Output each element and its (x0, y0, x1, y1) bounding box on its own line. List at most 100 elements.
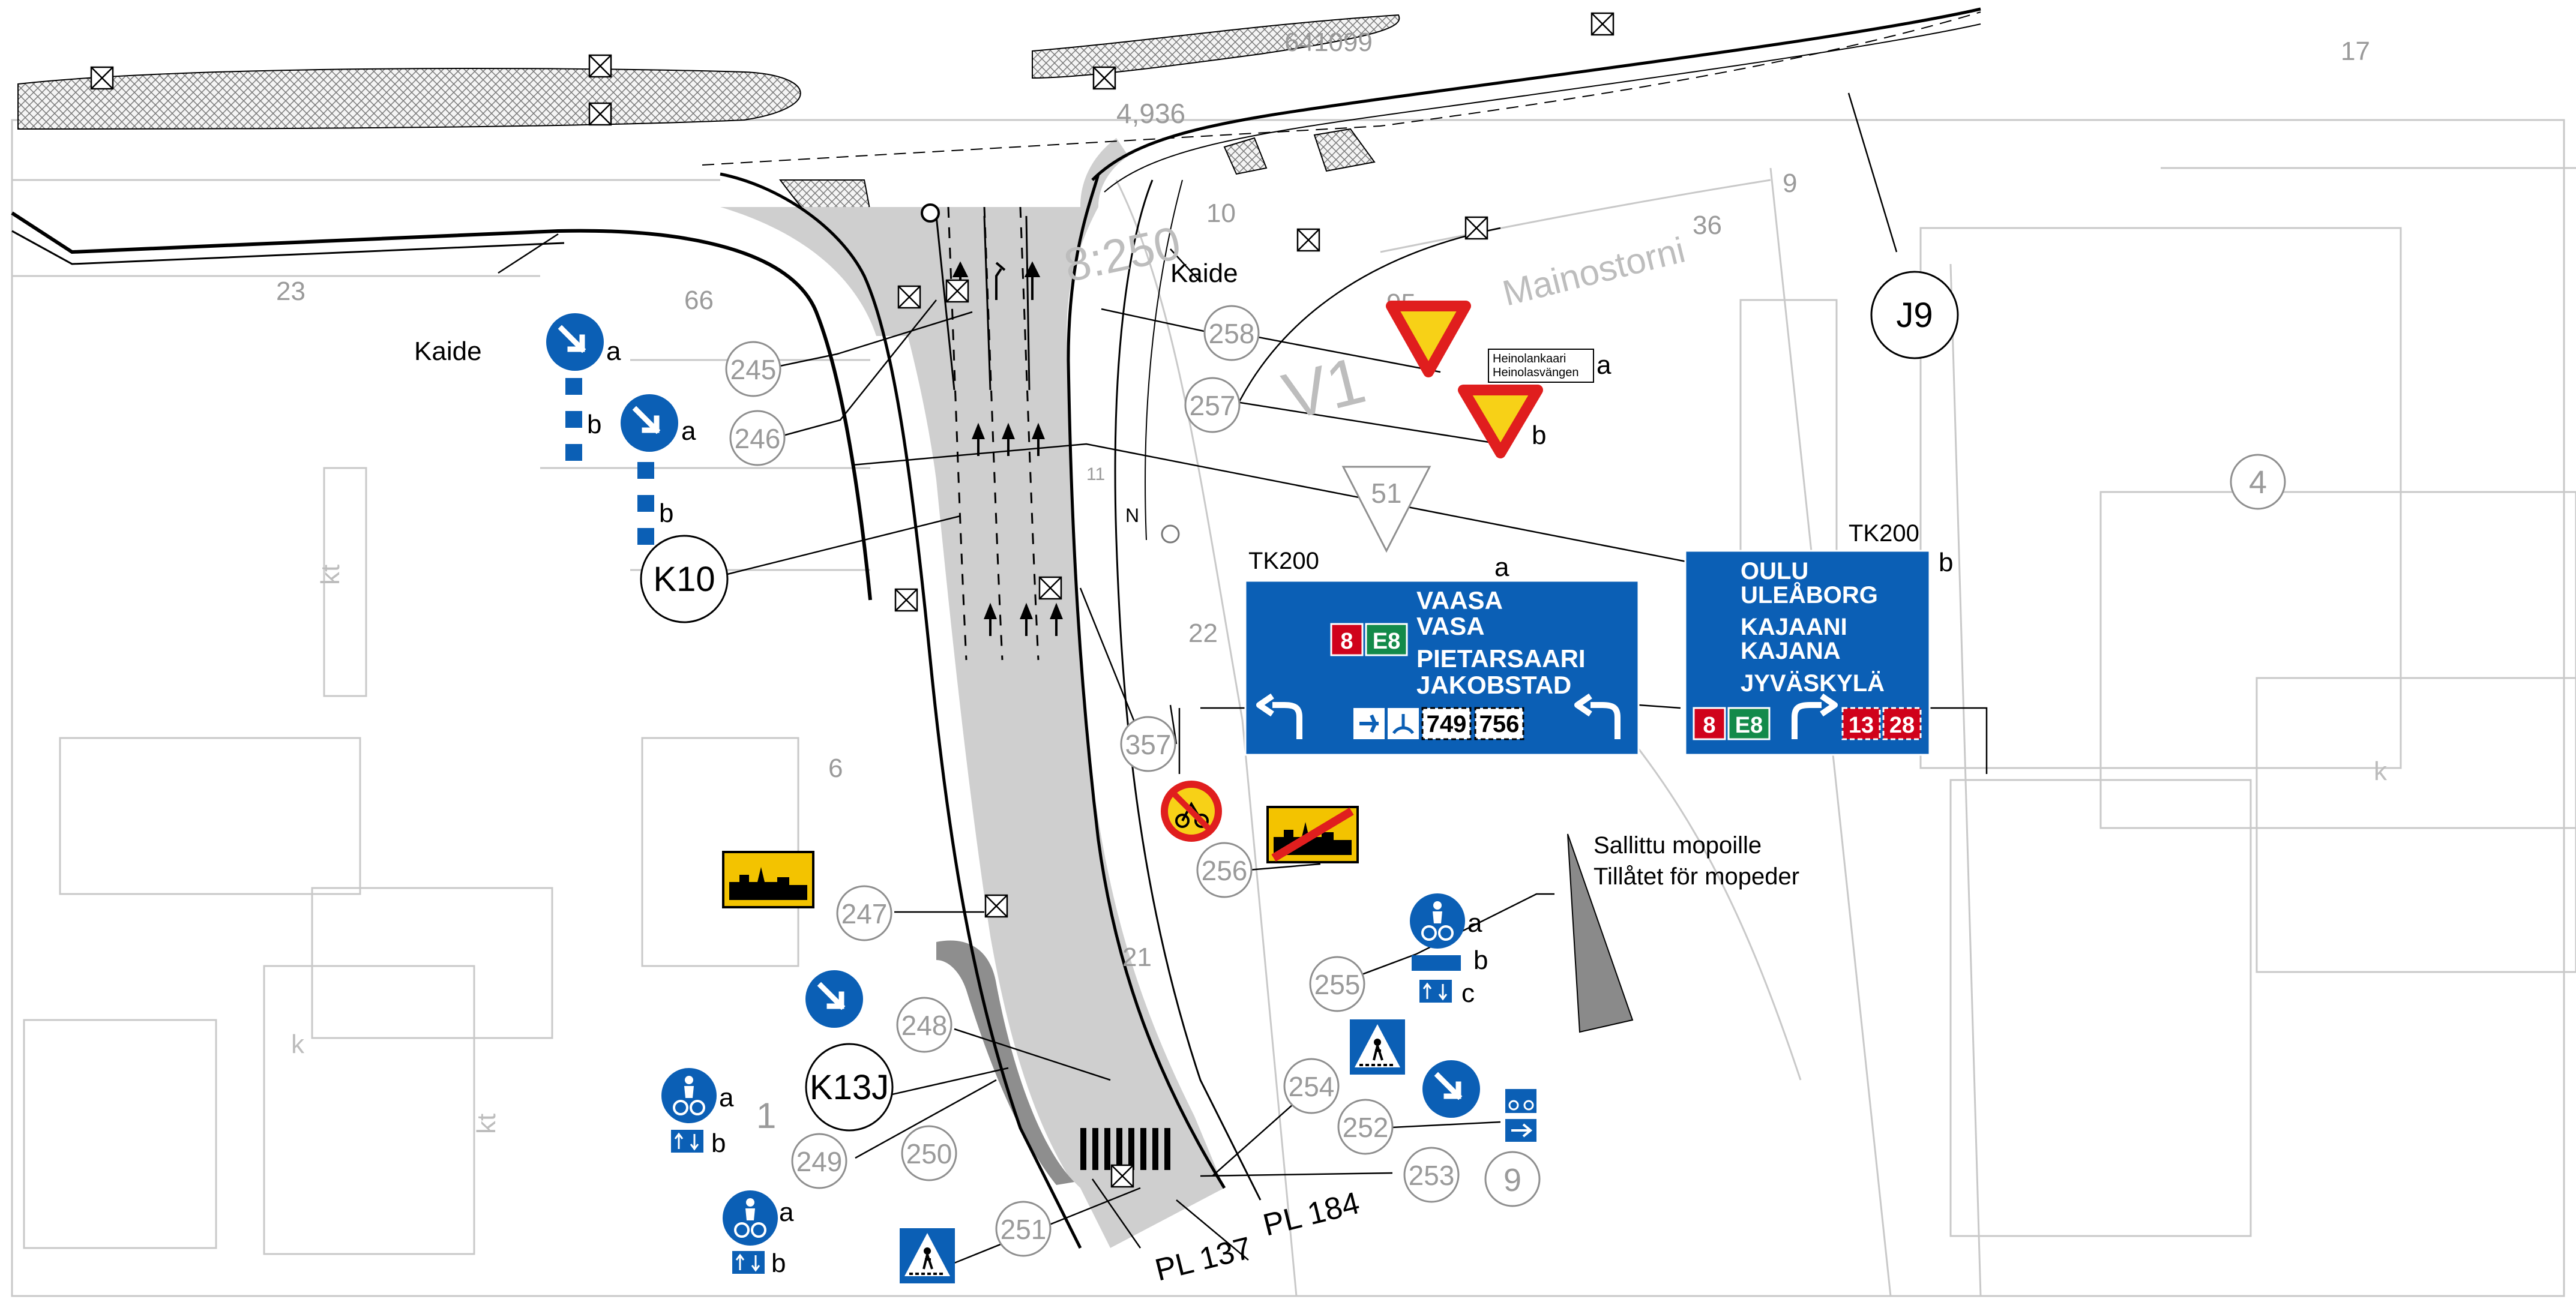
sign-number-circles: 245 246 247 248 249 250 251 252 253 254 … (725, 305, 2286, 1257)
sallittu-fi-label: Sallittu mopoille (1593, 832, 1762, 859)
road-surface (720, 138, 1224, 1248)
node-j9: J9 (1870, 271, 1959, 359)
svg-text:a: a (1467, 908, 1482, 938)
svg-text:246: 246 (735, 423, 781, 454)
yield-plate-line2: Heinolasvängen (1493, 366, 1578, 379)
svg-text:a: a (681, 416, 696, 446)
svg-text:249: 249 (796, 1146, 843, 1177)
svg-text:17: 17 (2341, 37, 2370, 66)
yield-plate-line1: Heinolankaari (1493, 352, 1566, 365)
sign-id-249: 249 (791, 1133, 847, 1189)
svg-text:1: 1 (756, 1096, 776, 1136)
sign-id-254: 254 (1283, 1058, 1340, 1114)
turn-left-arrow-icon (1574, 693, 1621, 739)
svg-text:KAJAANI: KAJAANI (1741, 614, 1847, 640)
svg-text:245: 245 (730, 354, 777, 385)
sign-id-255: 255 (1309, 956, 1365, 1012)
street-numbers: 23 66 10 9 36 17 4,936 641099 95 6 22 21… (276, 28, 2370, 1136)
svg-text:22: 22 (1188, 619, 1218, 648)
svg-text:4: 4 (2249, 464, 2267, 500)
yield-sign-icon (1458, 385, 1543, 458)
svg-text:256: 256 (1202, 855, 1248, 886)
pedestrian-crossing-sign-icon (1350, 1019, 1405, 1075)
sign-id-248: 248 (896, 997, 952, 1053)
svg-text:247: 247 (841, 898, 888, 929)
svg-text:a: a (606, 337, 621, 366)
sign-id-4: 4 (2230, 454, 2286, 510)
yield-plate (1488, 349, 1594, 383)
keep-right-sign-icon (546, 313, 604, 371)
svg-text:23: 23 (276, 277, 305, 306)
kt-label-1: kt (316, 565, 345, 585)
svg-text:JAKOBSTAD: JAKOBSTAD (1416, 671, 1571, 699)
node-k10: K10 (640, 535, 729, 623)
svg-text:13: 13 (1849, 713, 1874, 738)
sign-id-9: 9 (1484, 1151, 1541, 1207)
svg-text:b: b (771, 1249, 786, 1278)
sign-id-251: 251 (995, 1201, 1052, 1257)
svg-text:641099: 641099 (1284, 28, 1373, 57)
k-label-1: k (291, 1030, 305, 1059)
cycle-pedestrian-sign-icon (661, 1068, 717, 1123)
svg-text:c: c (1461, 979, 1475, 1008)
sign-id-252: 252 (1337, 1099, 1394, 1155)
sign-id-245: 245 (725, 341, 781, 397)
svg-text:a: a (779, 1198, 794, 1227)
no-moped-sign (1161, 781, 1222, 842)
svg-text:b: b (1473, 946, 1488, 975)
svg-text:VAASA: VAASA (1416, 586, 1503, 614)
sign-id-256: 256 (1196, 842, 1253, 898)
svg-text:8: 8 (1703, 713, 1715, 738)
svg-text:254: 254 (1289, 1071, 1335, 1102)
pl184-label: PL 184 (1260, 1186, 1363, 1243)
direction-sign-tk200-a: TK200 a VAASA VASA 8 E8 PIETARSAARI JAKO… (1244, 548, 1640, 756)
sign-id-247: 247 (836, 885, 892, 941)
svg-text:4,936: 4,936 (1116, 98, 1185, 129)
keep-right-sign-icon (805, 970, 863, 1028)
svg-text:357: 357 (1125, 729, 1172, 760)
k-label-2: k (2374, 757, 2388, 786)
svg-text:10: 10 (1206, 199, 1236, 228)
svg-text:b: b (1939, 548, 1953, 577)
svg-text:257: 257 (1190, 390, 1236, 421)
svg-text:51: 51 (1371, 478, 1401, 509)
kt-label-2: kt (472, 1114, 501, 1134)
svg-text:250: 250 (906, 1138, 952, 1169)
svg-text:PIETARSAARI: PIETARSAARI (1416, 644, 1586, 673)
two-way-plate (1419, 980, 1452, 1003)
sign-id-357: 357 (1120, 716, 1176, 772)
pedestrian-crossing-sign-icon (900, 1228, 955, 1283)
svg-text:253: 253 (1409, 1160, 1455, 1191)
svg-text:OULU: OULU (1741, 558, 1808, 584)
svg-text:9: 9 (1783, 169, 1797, 198)
svg-text:K13J: K13J (810, 1068, 889, 1107)
svg-text:b: b (587, 410, 601, 439)
kaide-right-label: Kaide (1170, 259, 1238, 288)
svg-text:b: b (1532, 421, 1546, 450)
turn-left-arrow-icon (1256, 693, 1302, 739)
crossing-signs (900, 1019, 1405, 1283)
yield-signs: Heinolankaari Heinolasvängen a b (1386, 301, 1612, 458)
road-edges (11, 7, 1981, 1249)
svg-text:TK200: TK200 (1248, 548, 1319, 574)
lane-arrows (952, 261, 1063, 636)
sign-id-250: 250 (901, 1125, 957, 1181)
svg-text:JYVÄSKYLÄ: JYVÄSKYLÄ (1741, 670, 1885, 697)
kaide-left-label: Kaide (414, 337, 482, 366)
svg-text:KAJANA: KAJANA (1741, 638, 1841, 664)
sign-id-253: 253 (1403, 1147, 1460, 1203)
svg-text:258: 258 (1209, 318, 1255, 349)
town-start-sign-icon (722, 851, 814, 908)
svg-text:28: 28 (1889, 713, 1915, 738)
svg-text:K10: K10 (653, 560, 715, 599)
light-posts (90, 12, 1615, 1188)
svg-text:252: 252 (1343, 1112, 1389, 1143)
cycle-pedestrian-sign-icon (1410, 893, 1465, 949)
delineator-blocks (565, 378, 654, 545)
svg-text:11: 11 (1086, 464, 1105, 484)
svg-text:J9: J9 (1896, 296, 1933, 335)
svg-text:255: 255 (1314, 969, 1361, 1000)
svg-text:36: 36 (1693, 211, 1722, 240)
moped-allowed-icon (1505, 1089, 1536, 1113)
